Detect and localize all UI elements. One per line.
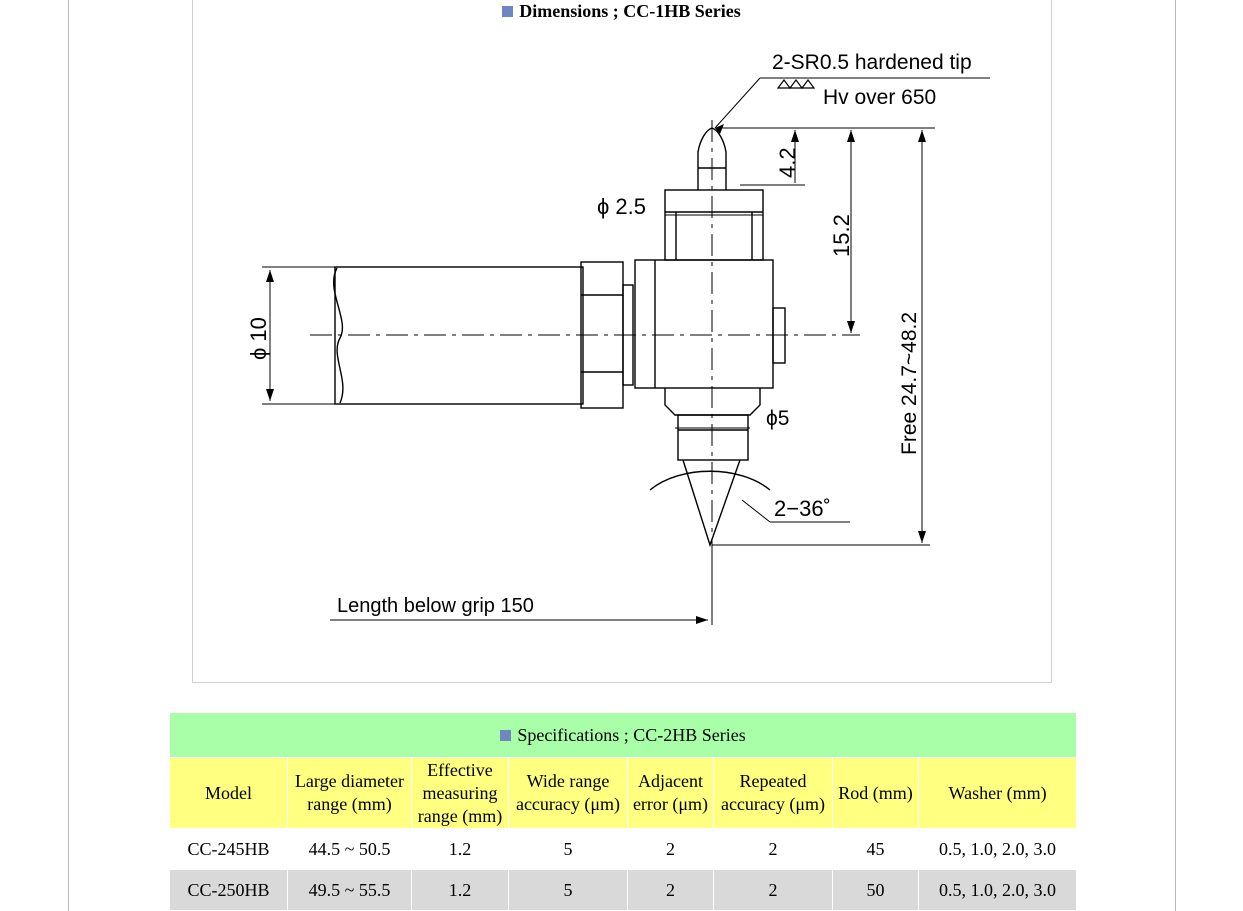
specs-title-row: Specifications ; CC-2HB Series [168, 712, 1078, 758]
cell-adjacent-error: 2 [627, 869, 714, 911]
header-wide-range-accuracy: Wide range accuracy (μm) [508, 757, 628, 829]
specs-title-text: Specifications ; CC-2HB Series [517, 724, 746, 745]
header-washer: Washer (mm) [917, 757, 1078, 829]
cell-large-diameter: 44.5 ~ 50.5 [287, 828, 412, 870]
header-large-diameter: Large diameter range (mm) [287, 757, 412, 829]
header-model: Model [169, 757, 288, 829]
table-row: CC-245HB 44.5 ~ 50.5 1.2 5 2 2 45 0.5, 1… [169, 828, 1078, 870]
cell-large-diameter: 49.5 ~ 55.5 [287, 869, 412, 911]
header-effective-range: Effective measuring range (mm) [411, 757, 509, 829]
hardness-label: Hv over 650 [823, 86, 936, 109]
grip-diameter-label: ϕ 10 [246, 317, 271, 360]
cell-rod: 50 [832, 869, 919, 911]
cell-washer: 0.5, 1.0, 2.0, 3.0 [917, 869, 1078, 911]
tip-length-label: 4.2 [775, 147, 800, 178]
cell-repeated-accuracy: 2 [713, 828, 833, 870]
dimensions-title-text: Dimensions ; CC-1HB Series [519, 1, 741, 21]
table-row: CC-250HB 49.5 ~ 55.5 1.2 5 2 2 50 0.5, 1… [169, 869, 1078, 911]
cell-model: CC-250HB [169, 869, 288, 911]
cell-adjacent-error: 2 [627, 828, 714, 870]
cell-washer: 0.5, 1.0, 2.0, 3.0 [917, 828, 1078, 870]
page-frame [68, 0, 1176, 911]
header-repeated-accuracy: Repeated accuracy (μm) [713, 757, 833, 829]
surface-finish-icon [776, 79, 816, 89]
lower-rod [677, 414, 749, 461]
drawing-frame [192, 0, 1052, 683]
cell-repeated-accuracy: 2 [713, 869, 833, 911]
header-rod: Rod (mm) [832, 757, 919, 829]
specs-title-cell: Specifications ; CC-2HB Series [168, 712, 1078, 758]
cell-effective-range: 1.2 [411, 828, 509, 870]
square-bullet-icon [500, 729, 512, 741]
header-adjacent-error: Adjacent error (μm) [627, 757, 714, 829]
cell-effective-range: 1.2 [411, 869, 509, 911]
cell-wide-range-accuracy: 5 [508, 869, 628, 911]
dimensions-title: Dimensions ; CC-1HB Series [0, 0, 1243, 22]
tip-label: 2-SR0.5 hardened tip [772, 51, 972, 74]
height-label: 15.2 [829, 214, 854, 257]
cell-model: CC-245HB [169, 828, 288, 870]
rod-diameter-label: ϕ 2.5 [597, 194, 646, 219]
length-below-grip-label: Length below grip 150 [337, 595, 534, 617]
cell-wide-range-accuracy: 5 [508, 828, 628, 870]
free-range-label: Free 24.7~48.2 [898, 312, 921, 455]
angle-arc [649, 470, 771, 491]
angle-label: 2−36˚ [774, 496, 831, 521]
upper-rod [664, 189, 764, 261]
lower-diameter-label: ϕ5 [766, 407, 789, 430]
specs-header-row: Model Large diameter range (mm) Effectiv… [169, 757, 1078, 829]
square-bullet-icon [502, 6, 514, 17]
cell-rod: 45 [832, 828, 919, 870]
grip-break-line [332, 267, 344, 404]
specifications-table: Specifications ; CC-2HB Series Model Lar… [168, 712, 1078, 911]
lower-tip [682, 459, 741, 548]
